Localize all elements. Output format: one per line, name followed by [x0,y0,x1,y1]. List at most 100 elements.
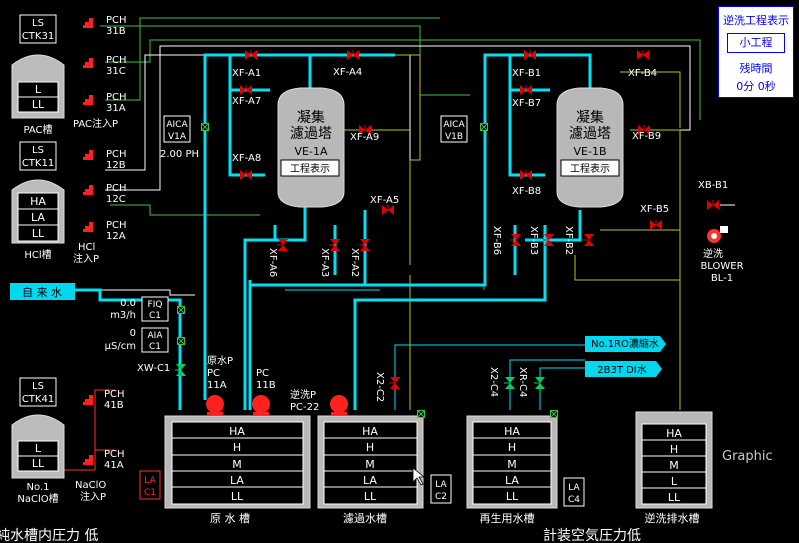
svg-text:LA: LA [505,474,519,487]
aia-c1[interactable]: AIA C1 [141,327,169,353]
xf-b8-valve-icon[interactable] [519,169,533,181]
xf-b1-valve-icon[interactable] [523,49,537,61]
pch31a-icon[interactable] [83,95,93,105]
svg-text:LA: LA [31,211,45,224]
step-detail-button[interactable]: 小工程 [727,33,785,53]
aia-unit: μS/cm [105,341,136,352]
svg-text:PCH: PCH [106,55,127,66]
svg-text:濾過水槽: 濾過水槽 [343,511,387,525]
svg-text:LL: LL [506,490,519,503]
svg-text:LL: LL [364,490,377,503]
x2-c2-valve-icon[interactable] [388,376,401,390]
svg-text:X2-C4: X2-C4 [488,367,499,397]
svg-text:PC: PC [256,368,269,379]
aia-value: 0 [130,328,136,339]
svg-text:LL: LL [32,98,45,111]
svg-text:LS: LS [32,381,44,392]
svg-text:工程表示: 工程表示 [570,162,610,175]
backwash-pump[interactable] [330,395,348,415]
svg-text:12B: 12B [106,160,126,171]
svg-text:LL: LL [231,490,244,503]
fiq-c1[interactable]: FIQ C1 [141,296,169,322]
aica-v1a[interactable]: AICA V1A [163,115,191,143]
svg-text:CTK31: CTK31 [22,31,54,42]
xf-a5-valve-icon[interactable] [381,204,395,216]
svg-text:LA: LA [435,480,447,490]
pch41a-icon[interactable] [83,455,93,465]
svg-text:H: H [670,443,678,456]
svg-text:XF-A9: XF-A9 [350,132,379,143]
svg-text:XF-A8: XF-A8 [232,153,261,164]
svg-text:H: H [233,441,241,454]
pch12c-icon[interactable] [83,185,93,195]
filter-b-step-button[interactable]: 工程表示 [560,159,620,177]
xf-b2-valve-icon[interactable] [582,233,595,247]
svg-text:LA: LA [230,474,244,487]
svg-text:C4: C4 [568,495,580,505]
svg-text:PC: PC [207,368,220,379]
ls-ctk31-box [19,14,57,44]
pch12a-icon[interactable] [83,222,93,232]
sample-point-a-icon [201,123,209,131]
svg-text:XF-B6: XF-B6 [491,226,502,255]
filter-a-step-button[interactable]: 工程表示 [280,159,340,177]
svg-text:V1B: V1B [445,132,463,142]
pch31b-icon[interactable] [83,18,93,28]
svg-text:11B: 11B [256,380,276,391]
svg-text:PCH: PCH [104,389,125,400]
raw-pump-b[interactable] [252,395,270,415]
svg-text:LS: LS [32,18,44,29]
svg-text:XF-A4: XF-A4 [333,67,362,78]
xf-b7-valve-icon[interactable] [519,84,533,96]
svg-text:L: L [35,442,42,455]
svg-text:31A: 31A [106,103,126,114]
di-water-label: 2B3T DI水 [585,361,662,377]
xr-c4-valve-icon[interactable] [533,376,546,390]
alarm-pure-tank-pressure: 純水槽内圧力 低 [0,528,98,543]
aica-v1b[interactable]: AICA V1B [440,115,468,143]
svg-text:PCH: PCH [106,15,127,26]
graphic-label: Graphic [722,449,773,464]
thin-water-lines [285,289,585,410]
x2-c4-valve-icon[interactable] [503,376,516,390]
xf-b6-valve-icon[interactable] [509,233,522,247]
pch41b-icon[interactable] [83,395,93,405]
xw-c1-valve-icon[interactable] [174,363,187,377]
xf-a1-valve-icon[interactable] [244,49,258,61]
svg-text:工程表示: 工程表示 [290,162,330,175]
svg-text:LL: LL [32,227,45,240]
svg-text:XF-B5: XF-B5 [640,204,669,215]
svg-text:濾過塔: 濾過塔 [290,126,332,142]
xf-a8-valve-icon[interactable] [239,169,253,181]
xf-a4-valve-icon[interactable] [346,49,360,61]
sample-point-b-icon [480,123,488,131]
fiq-tap-icon [177,306,185,314]
raw-pump-a[interactable] [206,395,224,415]
svg-text:No.1: No.1 [27,482,50,493]
svg-text:濾過塔: 濾過塔 [569,126,611,142]
xf-a7-valve-icon[interactable] [239,84,253,96]
svg-text:BLOWER: BLOWER [700,261,743,272]
svg-text:X2-C2: X2-C2 [374,372,385,402]
svg-text:M: M [232,458,242,471]
svg-text:逆洗: 逆洗 [703,247,723,260]
backwash-blower-group: XB-B1 逆洗 BLOWER BL-1 [698,180,744,284]
svg-text:凝集: 凝集 [297,109,325,126]
svg-text:XF-B7: XF-B7 [512,98,541,109]
svg-text:L: L [35,83,42,96]
svg-text:原 水 槽: 原 水 槽 [210,512,250,525]
pch31c-icon[interactable] [83,58,93,68]
naclo-tank-group: LS CTK41 L LL No.1 NaClO槽 PCH 41B PCH 41… [11,377,125,505]
pch12b-icon[interactable] [83,150,93,160]
svg-text:L: L [671,475,678,488]
blower-icon[interactable] [707,226,728,243]
svg-text:12C: 12C [106,194,126,205]
xb-b1-valve-icon[interactable] [706,199,720,211]
xf-b4-valve-icon[interactable] [636,49,650,61]
svg-text:HA: HA [666,427,682,440]
svg-text:HA: HA [229,425,245,438]
xf-b5-valve-icon[interactable] [649,219,663,231]
svg-text:LL: LL [668,491,681,504]
svg-text:原水P: 原水P [207,355,233,367]
svg-text:BL-1: BL-1 [711,273,733,284]
